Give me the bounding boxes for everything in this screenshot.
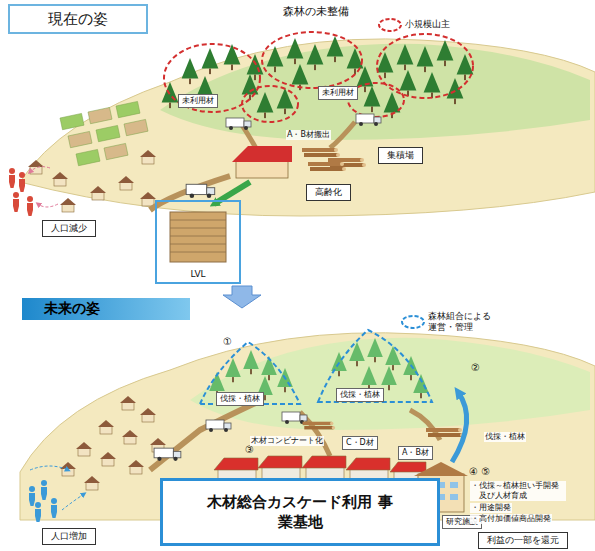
material-tag-holder: C・D材 <box>342 436 378 450</box>
material-tag: 未利用材 <box>318 86 358 100</box>
material-tag: C・D材 <box>346 438 374 448</box>
node-text: 高齢化 <box>315 187 342 198</box>
callout-number-holder: ① <box>222 336 233 349</box>
legend-entry: 森林組合による 運営・管理 <box>428 311 496 334</box>
place-box: 集積場 <box>378 147 423 164</box>
bullet-note: ・高付加価値商品開発 <box>471 514 551 524</box>
process-label: 木材コンビナート化 <box>251 436 323 446</box>
node-text: 伐採・植林 <box>340 390 380 400</box>
bullet-note: ・伐採～植林担い手開発 及び人材育成 <box>471 481 565 501</box>
flow-label: 伐採・植林 <box>485 432 525 442</box>
base-box: 木材総合カスケード利用 事業基地 <box>160 478 440 546</box>
callout-number-holder: ④ ⑤ <box>468 466 491 479</box>
legend-sample <box>402 316 424 328</box>
bullet-note-holder: ・伐採～植林担い手開発 及び人材育成 <box>470 481 566 501</box>
note-box: 利益の一部を還元 <box>478 532 568 549</box>
node-text: LVL <box>186 269 209 279</box>
legend-text: 森林組合による 運営・管理 <box>428 311 496 334</box>
callout-number-holder: ② <box>470 362 481 375</box>
flow-label-holder: 伐採・植林 <box>484 432 526 442</box>
callout-number: ④ ⑤ <box>469 466 490 479</box>
node-text: 未利用材 <box>322 88 354 98</box>
legend-sample <box>379 19 401 31</box>
legend-text: 小規模山主 <box>405 19 450 30</box>
material-tag: 未利用材 <box>178 94 218 108</box>
forest-tag: 伐採・植林 <box>216 392 264 406</box>
node-text: 集積場 <box>387 150 414 161</box>
node-text: 未利用材 <box>182 96 214 106</box>
node-text: 利益の一部を還元 <box>487 535 559 546</box>
bullet-note: ・用途開発 <box>471 503 511 513</box>
legend-entry: 小規模山主 <box>405 19 450 30</box>
bullet-note-holder: ・用途開発 <box>470 503 512 513</box>
process-label-holder: 木材コンビナート化 <box>250 436 324 446</box>
product-box: LVL <box>155 200 241 284</box>
issue-box: 人口減少 <box>42 220 96 237</box>
flow-label-holder: A・B材搬出 <box>286 130 331 140</box>
callout-number: ① <box>223 336 232 349</box>
material-tag-holder: A・B材 <box>398 446 433 460</box>
section-heading: 現在の姿 <box>8 4 148 34</box>
heading-label: 森林の未整備 <box>283 5 349 19</box>
flow-label: A・B材搬出 <box>287 130 330 140</box>
callout-number: ② <box>471 362 480 375</box>
section-band: 未来の姿 <box>22 298 190 320</box>
heading-label-holder: 森林の未整備 <box>282 5 350 19</box>
node-text: 人口減少 <box>51 223 87 234</box>
issue-box: 高齢化 <box>306 184 351 201</box>
forest-tag: 伐採・植林 <box>336 388 384 402</box>
node-text: 人口増加 <box>51 531 87 542</box>
node-text: 木材総合カスケード利用 事業基地 <box>207 492 393 533</box>
material-tag: A・B材 <box>402 448 429 458</box>
node-text: 未来の姿 <box>44 300 100 318</box>
node-text: 現在の姿 <box>48 10 108 29</box>
node-text: 伐採・植林 <box>220 394 260 404</box>
bullet-note-holder: ・高付加価値商品開発 <box>470 514 552 524</box>
issue-box: 人口増加 <box>42 528 96 545</box>
